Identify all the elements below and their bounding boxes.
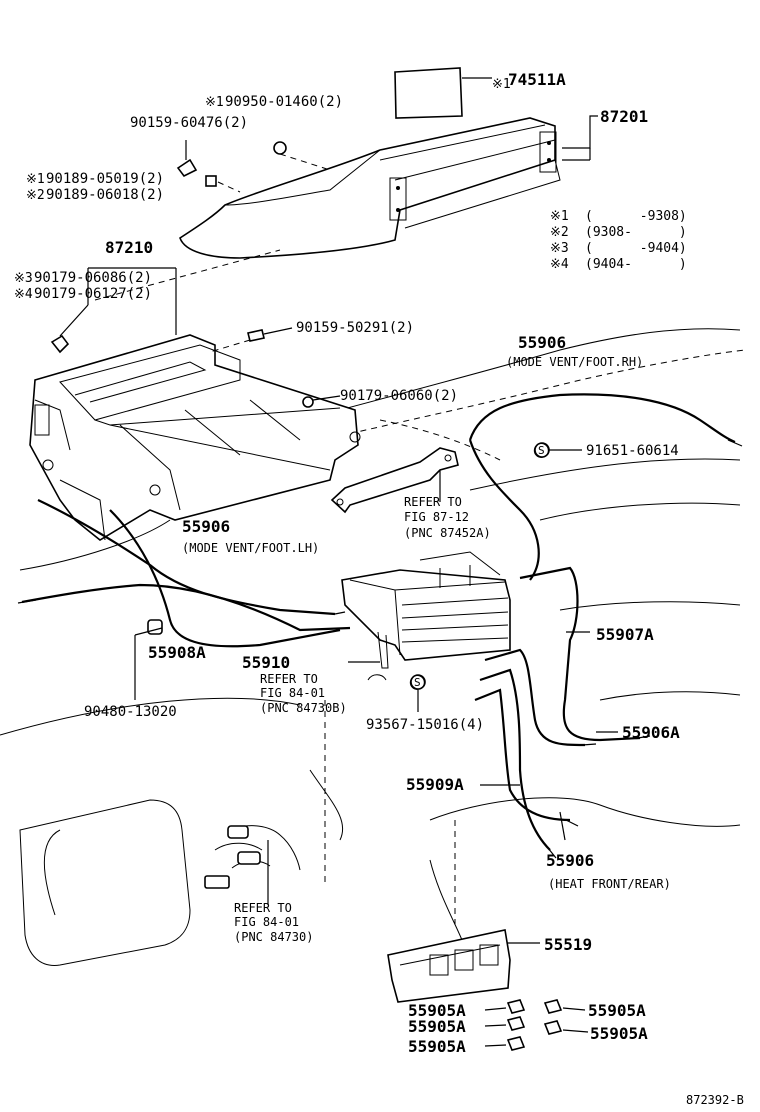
label-90950-01460: 90950-01460(2): [225, 94, 343, 110]
screw-93567: [367, 674, 426, 712]
marker-74511A: ※1: [492, 77, 511, 92]
clamp-55908A: [134, 619, 163, 700]
control-cables: [17, 393, 743, 859]
label-90189-05019: 90189-05019(2): [46, 171, 164, 187]
ref-84b-line3: (PNC 84730): [234, 930, 313, 944]
label-90159-60476: 90159-60476(2): [130, 115, 248, 131]
label-55906-heat: 55906: [546, 851, 594, 870]
label-55905A-3: 55905A: [408, 1037, 466, 1056]
part-55519-center-panel: [387, 929, 511, 1003]
part-74511A-label-sheet: [394, 67, 492, 119]
label-55908A: 55908A: [148, 643, 206, 662]
legend-range-2: (9308- ): [585, 225, 687, 240]
legend-range-1: ( -9308): [585, 209, 687, 224]
wire-harness-84730: [204, 825, 301, 889]
legend-mark-1: ※1: [550, 209, 569, 224]
ref-84a-line1: REFER TO: [260, 672, 318, 686]
label-55907A: 55907A: [596, 625, 654, 644]
ref-84b-line2: FIG 84-01: [234, 915, 299, 929]
ref-87-line1: REFER TO: [404, 495, 462, 509]
label-74511A: 74511A: [508, 70, 566, 89]
label-55906A: 55906A: [622, 723, 680, 742]
fasteners-heater: [50, 249, 341, 408]
ref-84a-line3: (PNC 84730B): [260, 701, 347, 715]
note-55906-heat: (HEAT FRONT/REAR): [548, 877, 671, 891]
label-90189-06018: 90189-06018(2): [46, 187, 164, 203]
label-55905A-1: 55905A: [408, 1001, 466, 1020]
label-87210: 87210: [105, 238, 153, 257]
label-55905A-4: 55905A: [588, 1001, 646, 1020]
label-55905A-2: 55905A: [408, 1017, 466, 1036]
note-55906-rh: (MODE VENT/FOOT.RH): [506, 355, 643, 369]
marker-90950: ※1: [205, 95, 224, 110]
part-55910-vent-assembly: [341, 551, 511, 669]
marker-90179-06127: ※4: [14, 287, 33, 302]
symbol-circle: [409, 675, 425, 690]
ref-84b-line1: REFER TO: [234, 901, 292, 915]
fasteners-top: [176, 140, 331, 193]
legend-range-3: ( -9404): [585, 241, 687, 256]
label-55906-rh: 55906: [518, 333, 566, 352]
marker-90179-06086: ※3: [14, 271, 33, 286]
ref-84a-line2: FIG 84-01: [260, 686, 325, 700]
diagram-code: 872392-B: [686, 1093, 744, 1107]
leader-lines: [267, 495, 618, 944]
note-55906-lh: (MODE VENT/FOOT.LH): [182, 541, 319, 555]
legend-mark-2: ※2: [550, 225, 569, 240]
knobs-55905A: [484, 999, 589, 1051]
label-87201: 87201: [600, 107, 648, 126]
label-90179-06086: 90179-06086(2): [34, 270, 152, 286]
symbol-s-91651: S: [538, 444, 545, 457]
ref-87-line2: FIG 87-12: [404, 510, 469, 524]
label-55519: 55519: [544, 935, 592, 954]
label-90179-06060: 90179-06060(2): [340, 388, 458, 404]
label-90179-06127: 90179-06127(2): [34, 286, 152, 302]
part-87210-heater-unit: [29, 334, 361, 541]
bracket-87452A: [330, 447, 459, 514]
marker-90189-06018: ※2: [26, 188, 45, 203]
label-93567-15016: 93567-15016(4): [366, 717, 484, 733]
label-90159-50291: 90159-50291(2): [296, 320, 414, 336]
ref-87-line3: (PNC 87452A): [404, 526, 491, 540]
label-91651-60614: 91651-60614: [586, 443, 679, 459]
label-55905A-5: 55905A: [590, 1024, 648, 1043]
label-90480-13020: 90480-13020: [84, 704, 177, 720]
marker-90189-05019: ※1: [26, 172, 45, 187]
symbol-circle: [533, 443, 549, 458]
symbol-s-93567: S: [414, 676, 421, 689]
label-55906-lh: 55906: [182, 517, 230, 536]
legend-mark-3: ※3: [550, 241, 569, 256]
part-87201-duct: [179, 115, 598, 259]
legend-mark-4: ※4: [550, 257, 569, 272]
legend-range-4: (9404- ): [585, 257, 687, 272]
date-legend: ※1 ( -9308) ※2 (9308- ) ※3 ( -9404) ※4 (…: [550, 209, 687, 272]
label-55909A: 55909A: [406, 775, 464, 794]
label-55910: 55910: [242, 653, 290, 672]
